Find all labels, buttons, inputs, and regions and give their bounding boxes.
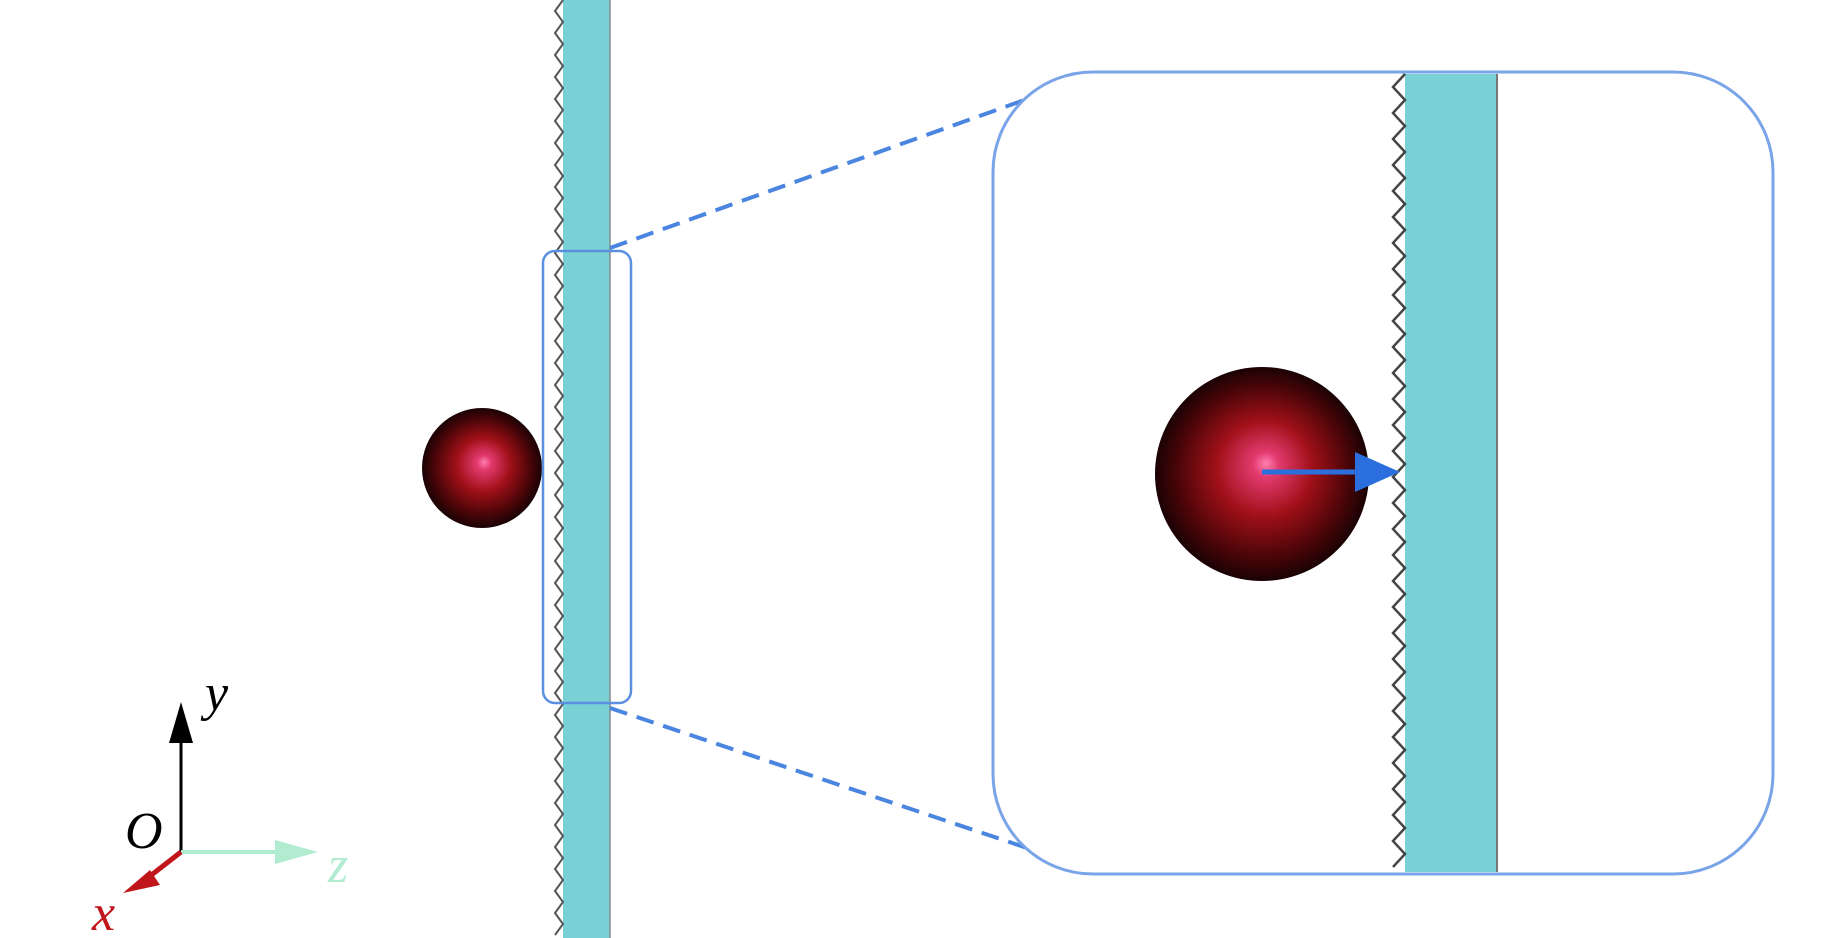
slab-rough-edge <box>553 0 565 936</box>
z-axis-label: z <box>327 837 348 894</box>
x-axis-label: x <box>91 885 115 938</box>
particle-sphere <box>422 408 542 528</box>
y-axis-label: y <box>200 665 229 722</box>
origin-label: O <box>125 803 163 860</box>
y-arrow-head <box>169 702 193 743</box>
z-arrow-head <box>275 840 318 864</box>
coordinate-axes: O y z x <box>91 665 348 938</box>
zoom-connector-top <box>609 71 1101 250</box>
x-arrow-head <box>123 870 160 893</box>
zoom-selection-frame <box>541 249 633 705</box>
zoom-inset <box>991 70 1775 876</box>
zoom-connector-bottom <box>609 706 1049 857</box>
rough-slab <box>553 0 611 938</box>
